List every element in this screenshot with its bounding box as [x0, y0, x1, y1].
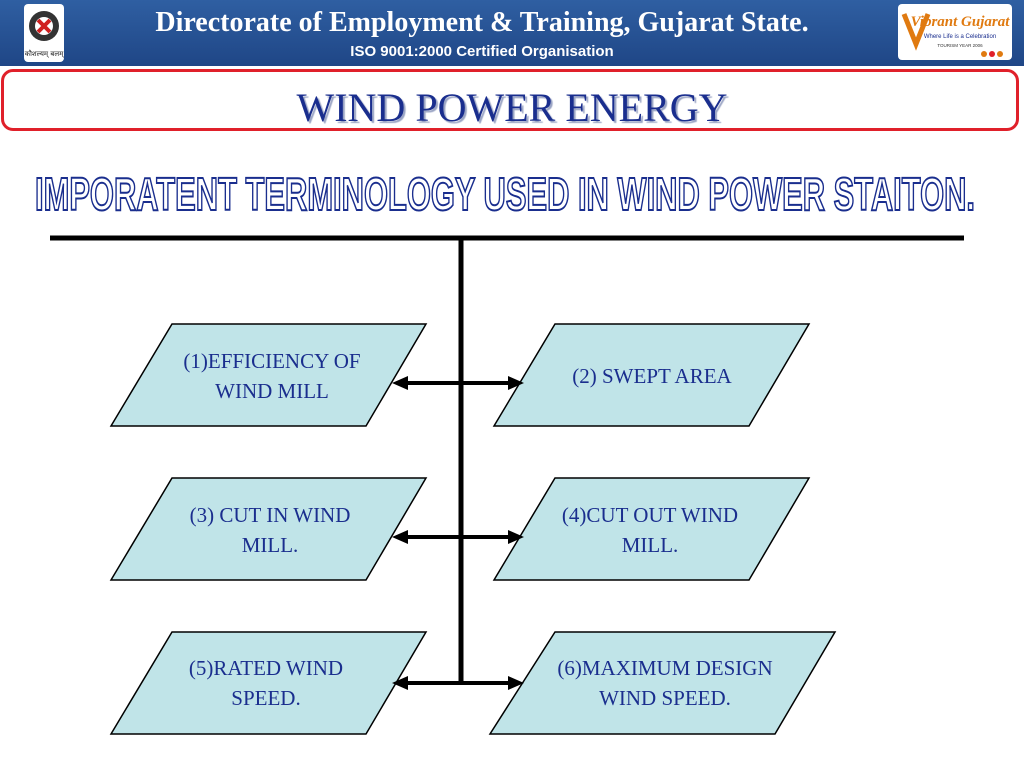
term-box-4 — [492, 477, 811, 581]
term-4-line1: (4)CUT OUT WIND — [561, 503, 739, 527]
slide-subtitle: IMPORATENT TERMINOLOGY USED IN WIND POWE… — [35, 168, 975, 220]
header-bar: कौशल्यम् बलम् Directorate of Employment … — [0, 0, 1024, 66]
term-1-label: (1)EFFICIENCY OF WIND MILL — [152, 346, 392, 406]
term-3-label: (3) CUT IN WIND MILL. — [150, 500, 390, 560]
connector-arrow-1 — [392, 376, 524, 390]
title-frame — [1, 69, 1019, 131]
slide-title: WIND POWER ENERGY — [296, 85, 728, 130]
term-box-5 — [109, 631, 428, 735]
term-1-line2: WIND MILL — [215, 379, 329, 403]
term-box-1 — [109, 323, 428, 427]
term-5-line2: SPEED. — [231, 686, 301, 710]
term-box-6 — [488, 631, 837, 735]
term-6-line1: (6)MAXIMUM DESIGN — [557, 656, 773, 680]
term-2-label: (2) SWEPT AREA — [532, 361, 772, 391]
term-box-2 — [492, 323, 811, 427]
term-3-line2: MILL. — [241, 533, 299, 557]
emblem-caption: कौशल्यम् बलम् — [25, 49, 64, 58]
term-1-line1: (1)EFFICIENCY OF — [183, 349, 361, 373]
term-4-label: (4)CUT OUT WIND MILL. — [530, 500, 770, 560]
logo-tagline: Where Life is a Celebration — [924, 34, 996, 40]
term-6-line2: WIND SPEED. — [599, 686, 731, 710]
term-5-line1: (5)RATED WIND — [188, 656, 344, 680]
emblem-logo: कौशल्यम् बलम् — [24, 4, 64, 62]
vibrant-gujarat-logo: Vibrant Gujarat Where Life is a Celebrat… — [898, 4, 1012, 60]
connector-arrow-2 — [392, 530, 524, 544]
logo-brand-text: Vibrant Gujarat — [911, 14, 1011, 30]
term-4-line2: MILL. — [621, 533, 679, 557]
header-title: Directorate of Employment & Training, Gu… — [155, 7, 809, 38]
term-6-label: (6)MAXIMUM DESIGN WIND SPEED. — [530, 653, 800, 713]
term-box-3 — [109, 477, 428, 581]
header-subtitle: ISO 9001:2000 Certified Organisation — [350, 43, 614, 60]
term-2-line1: (2) SWEPT AREA — [572, 364, 732, 388]
connector-arrow-3 — [392, 676, 524, 690]
term-3-line1: (3) CUT IN WIND — [189, 503, 351, 527]
term-5-label: (5)RATED WIND SPEED. — [146, 653, 386, 713]
logo-small-text: TOURISM YEAR 2006 — [937, 43, 983, 48]
